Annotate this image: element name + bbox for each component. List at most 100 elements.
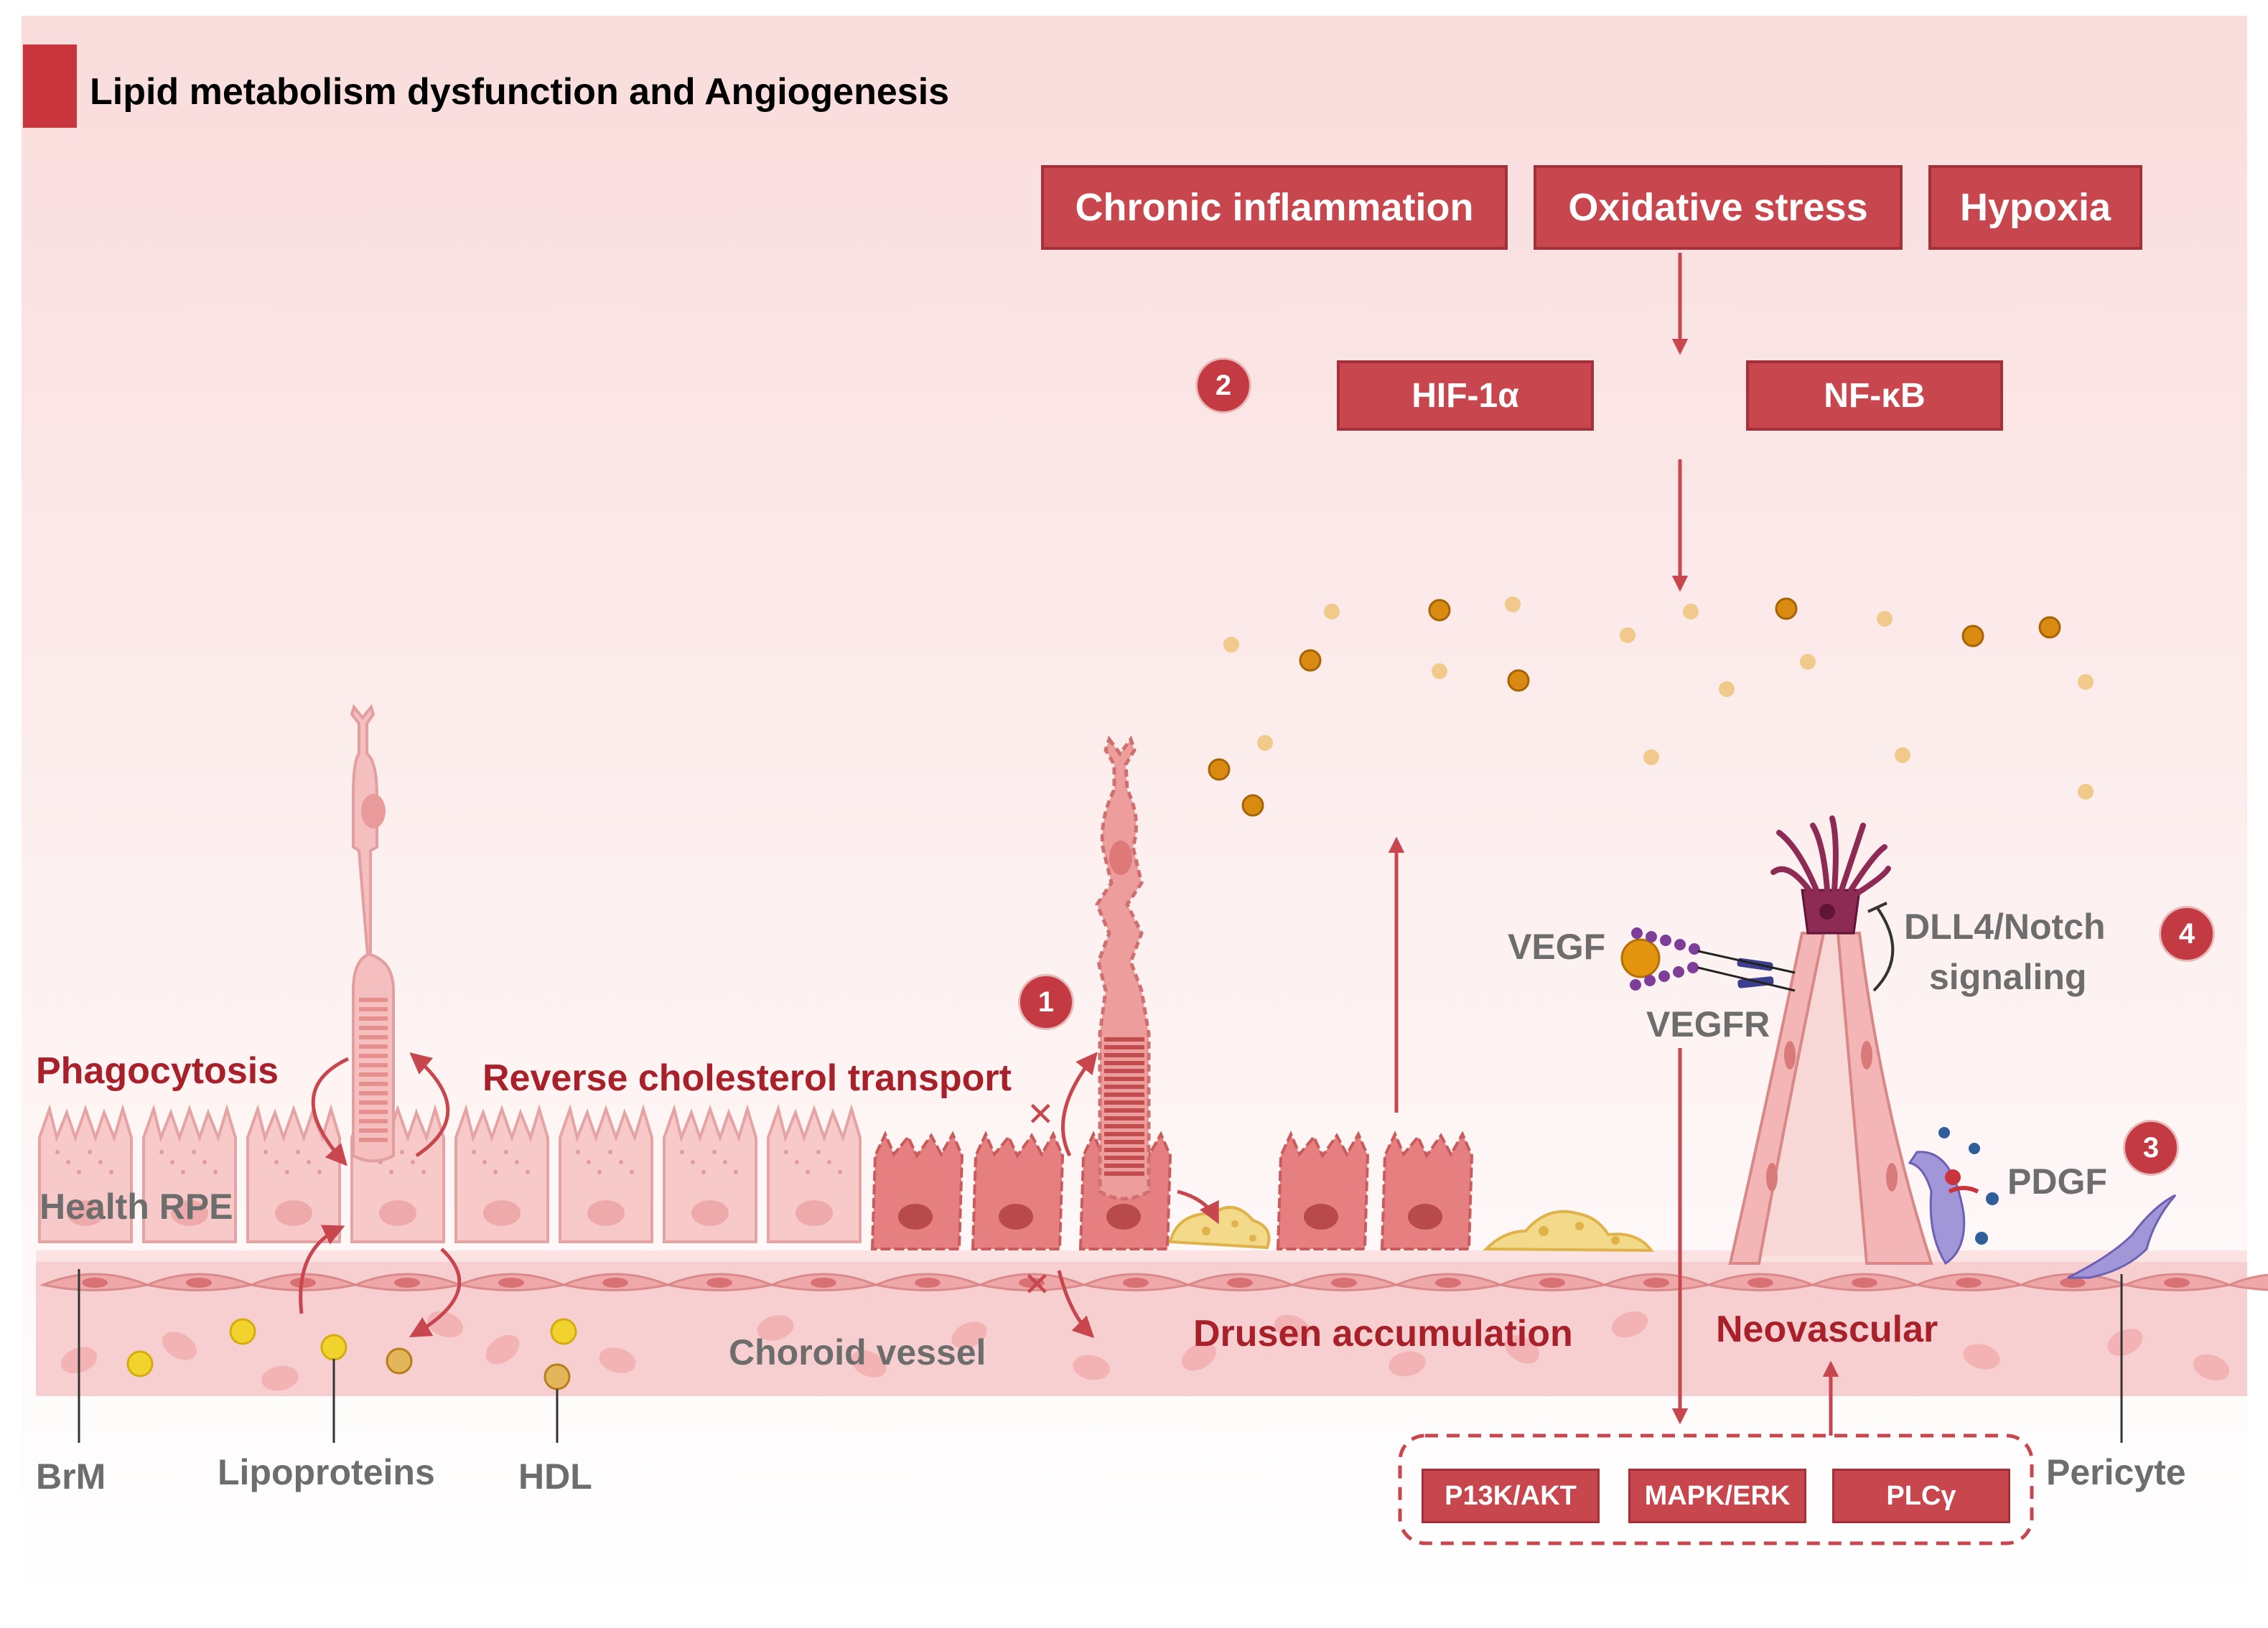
outer-segment-disc-damaged <box>1104 1124 1144 1128</box>
brm-line <box>36 1250 2247 1262</box>
lipid-droplet-light <box>1620 627 1635 643</box>
lipid-droplet-dark <box>1299 649 1322 672</box>
rpe-nucleus-damaged <box>1408 1204 1442 1230</box>
rpe-granule <box>493 1170 498 1174</box>
rpe-granule <box>723 1160 727 1164</box>
lipid-droplet-light <box>1257 735 1273 751</box>
rpe-granule <box>285 1170 289 1174</box>
label-neovascular: Neovascular <box>1716 1309 1938 1350</box>
rpe-granule <box>274 1160 279 1164</box>
endothelial-nucleus <box>2060 1278 2086 1288</box>
rpe-granule <box>307 1160 311 1164</box>
outer-segment-disc <box>359 1044 388 1049</box>
lipoprotein-particles <box>126 1318 577 1377</box>
box-chronic-inflammation: Chronic inflammation <box>1041 165 1508 250</box>
rpe-nucleus <box>379 1200 416 1226</box>
lipid-droplet-light <box>1800 654 1816 670</box>
rpe-granule <box>389 1170 393 1174</box>
outer-segment-disc-damaged <box>1104 1171 1144 1176</box>
box-hypoxia: Hypoxia <box>1928 165 2142 250</box>
outer-segment-disc-damaged <box>1104 1045 1144 1049</box>
rpe-granule <box>77 1170 81 1174</box>
rpe-granule <box>317 1170 322 1174</box>
outer-segment-disc <box>359 1100 388 1105</box>
rpe-granule <box>701 1170 706 1174</box>
outer-segment-disc-damaged <box>1104 1100 1144 1105</box>
box-oxidative-stress: Oxidative stress <box>1534 165 1903 250</box>
red-blood-cell <box>1073 1355 1110 1380</box>
rpe-granule <box>296 1150 300 1154</box>
rpe-nucleus-damaged <box>1106 1204 1141 1230</box>
badge-2: 2 <box>1195 357 1251 413</box>
endothelial-cell <box>2225 1273 2268 1291</box>
red-blood-cell <box>1963 1344 2000 1370</box>
badge-3: 3 <box>2123 1120 2179 1176</box>
lipid-droplet-light <box>1223 637 1239 652</box>
rpe-nucleus <box>691 1200 729 1226</box>
outer-segment-disc <box>359 1110 388 1114</box>
rpe-cell-healthy <box>38 1104 133 1243</box>
rpe-granule <box>806 1170 810 1174</box>
red-blood-cell <box>951 1321 987 1349</box>
red-blood-cell <box>485 1334 520 1365</box>
lipid-droplet-light <box>1643 749 1659 765</box>
outer-segment-disc <box>359 1054 388 1058</box>
rpe-granule <box>181 1170 185 1174</box>
endothelial-nucleus <box>186 1278 212 1288</box>
pathway-container <box>1398 1433 2034 1545</box>
outer-segment-disc-damaged <box>1104 1077 1144 1081</box>
endothelial-nucleus <box>1227 1278 1253 1288</box>
rpe-nucleus-damaged <box>1304 1204 1338 1230</box>
outer-segment-disc <box>359 1119 388 1123</box>
endothelial-nucleus <box>1539 1278 1565 1288</box>
rpe-granule <box>66 1160 70 1164</box>
rpe-nucleus-damaged <box>898 1204 933 1230</box>
label-health-rpe: Health RPE <box>39 1187 233 1227</box>
rpe-cell-damaged <box>1380 1131 1474 1250</box>
endothelial-nucleus <box>1331 1278 1357 1288</box>
page-title: Lipid metabolism dysfunction and Angioge… <box>90 71 950 113</box>
rpe-granule <box>712 1150 717 1154</box>
outer-segment-disc-damaged <box>1104 1164 1144 1168</box>
rpe-granule <box>816 1150 821 1154</box>
rpe-granule <box>159 1150 164 1154</box>
label-vegf: VEGF <box>1508 927 1606 967</box>
outer-segment-disc-damaged <box>1104 1132 1144 1136</box>
outer-segment-disc <box>359 1063 388 1067</box>
box-plcg: PLCγ <box>1832 1469 2010 1523</box>
red-blood-cell <box>2107 1329 2143 1356</box>
rpe-granule <box>170 1160 174 1164</box>
box-mapk-erk: MAPK/ERK <box>1628 1469 1806 1523</box>
rpe-cell-healthy <box>142 1104 237 1243</box>
endothelial-nucleus <box>82 1278 108 1288</box>
outer-segment-disc-damaged <box>1104 1108 1144 1113</box>
label-phagocytosis: Phagocytosis <box>36 1050 279 1092</box>
outer-segment-disc-damaged <box>1104 1140 1144 1144</box>
red-blood-cell <box>1389 1351 1426 1377</box>
lipid-droplet-dark <box>1507 669 1530 692</box>
outer-segment-disc <box>359 1016 388 1021</box>
rpe-granule <box>680 1150 684 1154</box>
lipid-droplets <box>1208 597 2094 817</box>
rpe-granule <box>88 1150 92 1154</box>
outer-segment-disc <box>359 1082 388 1086</box>
label-pdgf: PDGF <box>2007 1161 2107 1202</box>
label-lipoproteins: Lipoproteins <box>218 1452 435 1492</box>
block-mark-lower: ✕ <box>1023 1266 1051 1303</box>
red-blood-cell <box>261 1365 299 1391</box>
endothelial-nucleus <box>1019 1278 1045 1288</box>
outer-segment-disc-damaged <box>1104 1085 1144 1089</box>
rpe-nucleus <box>483 1200 521 1226</box>
label-drusen: Drusen accumulation <box>1193 1313 1573 1355</box>
endothelial-nucleus <box>1643 1278 1669 1288</box>
outer-segment-disc-damaged <box>1104 1037 1144 1042</box>
rpe-nucleus <box>795 1200 833 1226</box>
rpe-cell-damaged <box>870 1131 964 1250</box>
label-dll4: DLL4/Notch <box>1904 907 2106 947</box>
red-blood-cells <box>60 1311 2230 1391</box>
label-signaling: signaling <box>1929 957 2087 997</box>
outer-segment-disc <box>359 1026 388 1030</box>
lipid-droplet-dark <box>1428 599 1451 622</box>
red-blood-cell <box>2193 1354 2230 1381</box>
